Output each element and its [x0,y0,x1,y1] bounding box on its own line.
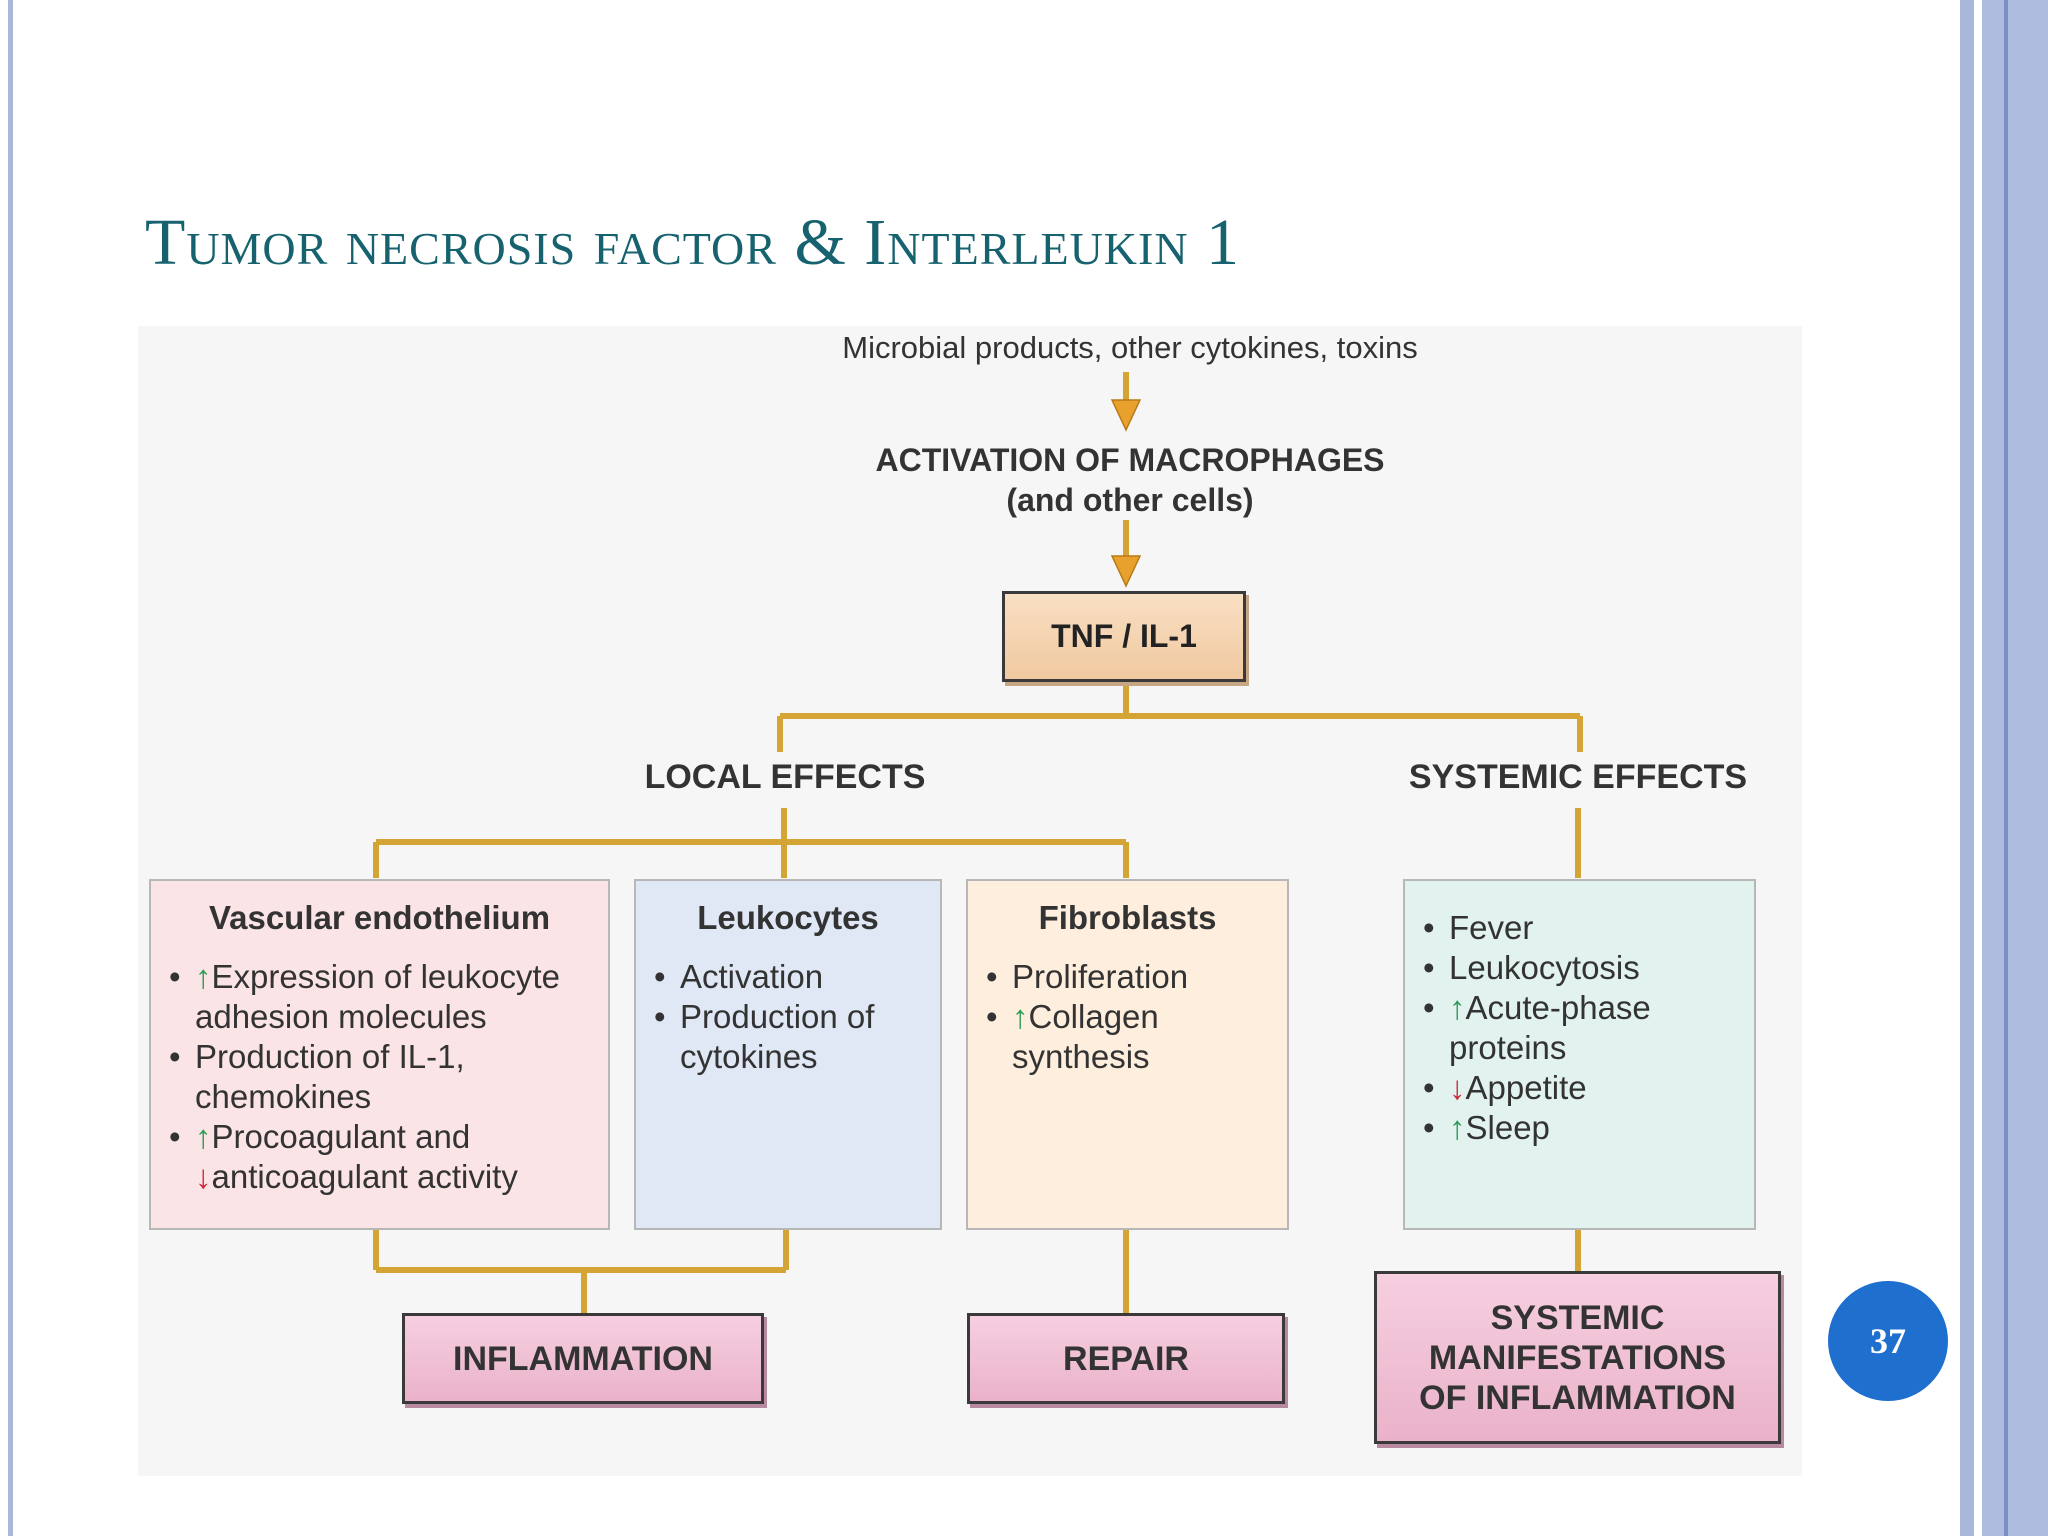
list-item-text: Procoagulant and [211,1118,471,1155]
local-effects-label: LOCAL EFFECTS [644,758,926,796]
list-item: ↑Sleep [1421,1108,1738,1148]
effect-list: Activation Production of cytokines [652,957,924,1077]
leukocytes-box: Leukocytes Activation Production of cyto… [634,879,942,1230]
list-item: Production of IL-1, chemokines [167,1037,592,1117]
list-item-text: Activation [680,958,824,995]
slide-right-border [1960,0,1974,1536]
slide-left-border [8,0,13,1536]
list-item-text: Leukocytosis [1449,949,1640,986]
slide-right-border [1982,0,2004,1536]
list-item-text: synthesis [1012,1038,1150,1075]
list-item-text: anticoagulant activity [211,1158,518,1195]
outcome-line: MANIFESTATIONS [1428,1338,1727,1377]
systemic-effects-box: Fever Leukocytosis ↑Acute-phase proteins… [1403,879,1756,1230]
systemic-effects-label: SYSTEMIC EFFECTS [1408,758,1748,796]
arrow-down-icon [1110,399,1142,432]
activation-label-line: (and other cells) [1006,482,1254,518]
list-item-text: adhesion molecules [195,998,487,1035]
fibroblasts-box: Fibroblasts Proliferation ↑Collagen synt… [966,879,1289,1230]
box-heading: Vascular endothelium [208,899,551,936]
page-number-badge: 37 [1828,1281,1948,1401]
increase-arrow-icon: ↑ [195,1118,212,1155]
list-item-text: Production of [680,998,875,1035]
increase-arrow-icon: ↑ [1449,989,1466,1026]
slide-right-border-line [2004,0,2008,1536]
repair-box: REPAIR [967,1313,1285,1404]
effect-list: ↑Expression of leukocyte adhesion molecu… [167,957,592,1197]
list-item-text: Acute-phase [1465,989,1651,1026]
systemic-manifestations-box: SYSTEMIC MANIFESTATIONS OF INFLAMMATION [1374,1271,1781,1444]
effect-list: Fever Leukocytosis ↑Acute-phase proteins… [1421,908,1738,1148]
list-item-text: Sleep [1465,1109,1550,1146]
list-item: ↑Acute-phase proteins [1421,988,1738,1068]
list-item-text: Fever [1449,909,1534,946]
box-heading: Leukocytes [697,899,879,936]
list-item-text: Collagen [1028,998,1159,1035]
list-item: ↑Procoagulant and ↓anticoagulant activit… [167,1117,592,1197]
list-item-text: cytokines [680,1038,818,1075]
list-item: ↓Appetite [1421,1068,1738,1108]
inflammation-box: INFLAMMATION [402,1313,764,1404]
decrease-arrow-icon: ↓ [195,1158,212,1195]
tnf-il1-box: TNF / IL-1 [1002,591,1246,682]
list-item: ↑Collagen synthesis [984,997,1271,1077]
increase-arrow-icon: ↑ [1449,1109,1466,1146]
slide-title: Tumor necrosis factor & Interleukin 1 [145,206,1241,279]
slide-right-border [2008,0,2048,1536]
increase-arrow-icon: ↑ [1012,998,1029,1035]
increase-arrow-icon: ↑ [195,958,212,995]
list-item: Fever [1421,908,1738,948]
list-item: Proliferation [984,957,1271,997]
vascular-endothelium-box: Vascular endothelium ↑Expression of leuk… [149,879,610,1230]
list-item: Activation [652,957,924,997]
list-item-text: Expression of leukocyte [211,958,561,995]
list-item: Production of cytokines [652,997,924,1077]
arrow-down-icon [1110,555,1142,588]
list-item-text: chemokines [195,1078,372,1115]
list-item-text: Proliferation [1012,958,1189,995]
list-item-text: Production of IL-1, [195,1038,465,1075]
outcome-line: OF INFLAMMATION [1419,1378,1736,1417]
activation-label-line: ACTIVATION OF MACROPHAGES [875,442,1385,478]
outcome-line: SYSTEMIC [1490,1298,1665,1337]
list-item-text: Appetite [1465,1069,1587,1106]
input-label: Microbial products, other cytokines, tox… [842,330,1418,365]
list-item: Leukocytosis [1421,948,1738,988]
decrease-arrow-icon: ↓ [1449,1069,1466,1106]
list-item-text: proteins [1449,1029,1567,1066]
list-item: ↑Expression of leukocyte adhesion molecu… [167,957,592,1037]
activation-label: ACTIVATION OF MACROPHAGES (and other cel… [730,440,1530,520]
box-heading: Fibroblasts [1038,899,1217,936]
effect-list: Proliferation ↑Collagen synthesis [984,957,1271,1077]
